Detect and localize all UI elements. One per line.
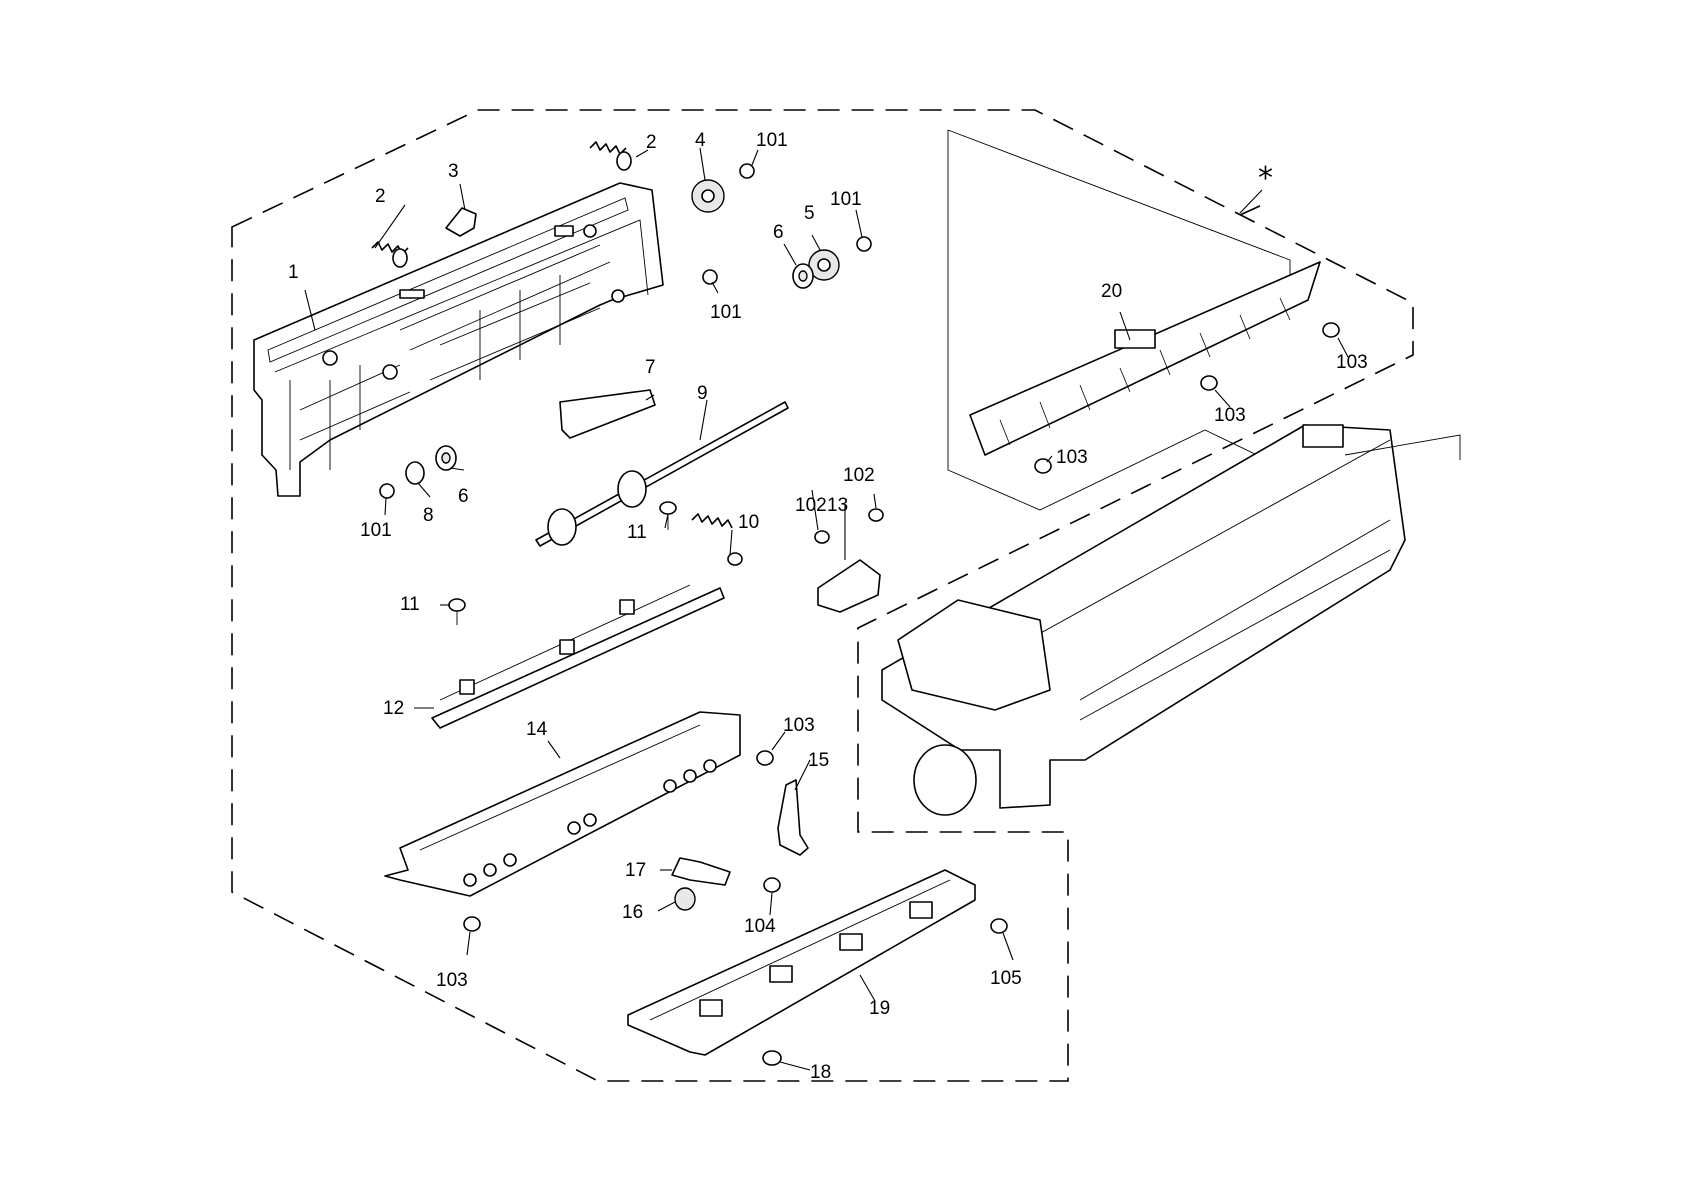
callout-101-b: 101: [830, 189, 862, 210]
part-7-guide: [560, 390, 655, 438]
part-11-screw-b: [449, 599, 465, 625]
callout-1: 1: [288, 262, 299, 283]
part-10-spring: [692, 514, 742, 565]
callout-101-c: 101: [710, 302, 742, 323]
callout-6-left: 6: [458, 486, 469, 507]
part-103-screw-bottom: [464, 917, 480, 931]
part-13-holder: [818, 560, 880, 612]
part-17-bracket: [672, 858, 730, 885]
callout-104: 104: [744, 916, 776, 937]
callout-12: 12: [383, 698, 404, 719]
part-8-bushing: [406, 462, 424, 484]
callout-13: 13: [827, 495, 848, 516]
part-103-screw-detail-c: [1035, 459, 1051, 473]
part-2-spring-left: [372, 242, 408, 267]
callout-7: 7: [645, 357, 656, 378]
callout-102-a: 102: [795, 495, 827, 516]
part-101-e-ring-a: [740, 164, 754, 178]
part-4-gear: [692, 180, 724, 212]
part-102-screw-a: [815, 531, 829, 543]
part-101-e-ring-d: [380, 484, 394, 498]
callout-101-d: 101: [360, 520, 392, 541]
callout-3: 3: [448, 161, 459, 182]
part-12-plate: [432, 585, 724, 728]
callout-11-upper: 11: [627, 522, 647, 543]
callout-18: 18: [810, 1062, 831, 1083]
callout-10: 10: [738, 512, 759, 533]
part-15-lever: [778, 780, 808, 855]
part-103-screw-detail-a: [1323, 323, 1339, 337]
part-104-screw: [764, 878, 780, 892]
callout-2-top: 2: [646, 132, 657, 153]
callout-8: 8: [423, 505, 434, 526]
callout-2-left: 2: [375, 186, 386, 207]
part-18-screw: [763, 1051, 781, 1065]
part-16-roller: [675, 888, 695, 910]
part-6-bushing-right: [793, 264, 813, 288]
fusing-unit-assembly: [882, 425, 1460, 815]
callout-6-right: 6: [773, 222, 784, 243]
part-102-screw-b: [869, 509, 883, 521]
part-2-spring-upper: [590, 142, 631, 170]
callout-103-detail-c: 103: [1056, 447, 1088, 468]
callout-17: 17: [625, 860, 646, 881]
callout-15: 15: [808, 750, 829, 771]
callout-4: 4: [695, 130, 706, 151]
callout-5: 5: [804, 203, 815, 224]
part-101-e-ring-c: [703, 270, 717, 284]
part-103-screw-mid: [757, 751, 773, 765]
callout-20: 20: [1101, 281, 1122, 302]
callout-19: 19: [869, 998, 890, 1019]
callout-103-detail-b: 103: [1214, 405, 1246, 426]
callout-103-mid: 103: [783, 715, 815, 736]
callout-9: 9: [697, 383, 708, 404]
callout-star: *: [1258, 161, 1273, 196]
callout-105: 105: [990, 968, 1022, 989]
callout-103-bottom: 103: [436, 970, 468, 991]
callout-101-a: 101: [756, 130, 788, 151]
part-105-screw: [991, 919, 1007, 933]
part-6-bushing-left: [436, 446, 456, 470]
callout-16: 16: [622, 902, 643, 923]
part-103-screw-detail-b: [1201, 376, 1217, 390]
part-3-bracket: [446, 208, 476, 236]
callout-11-lower: 11: [400, 594, 420, 615]
callout-14: 14: [526, 719, 548, 740]
callout-102-b: 102: [843, 465, 875, 486]
part-101-e-ring-b: [857, 237, 871, 251]
callout-103-detail-a: 103: [1336, 352, 1368, 373]
